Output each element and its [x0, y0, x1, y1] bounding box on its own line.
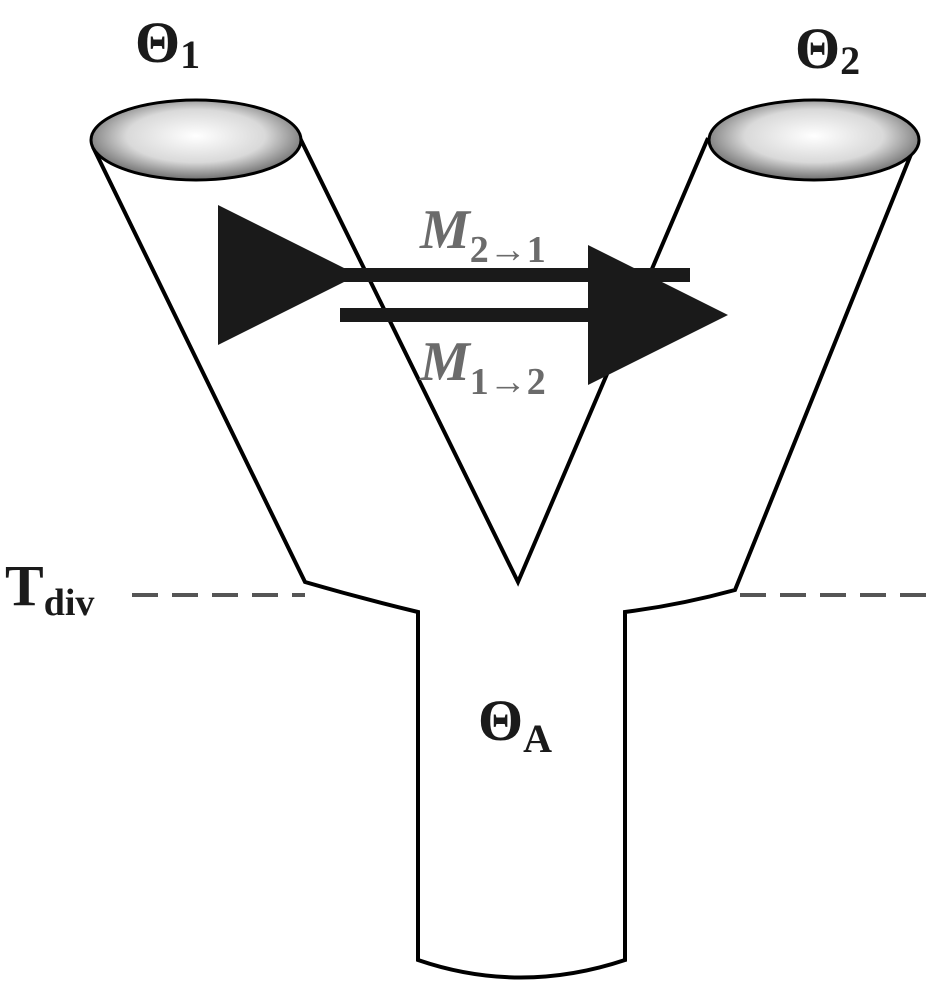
migration-1-to-2-label: M1→2 — [419, 331, 546, 403]
population-2-label: Θ2 — [795, 16, 860, 83]
population-1-label: Θ1 — [135, 10, 200, 77]
population-1-cap — [89, 98, 303, 182]
ancestral-population-label: ΘA — [478, 688, 552, 761]
divergence-time-label: Tdiv — [5, 553, 94, 624]
migration-2-to-1-label: M2→1 — [419, 199, 546, 271]
population-2-cap — [707, 98, 921, 182]
